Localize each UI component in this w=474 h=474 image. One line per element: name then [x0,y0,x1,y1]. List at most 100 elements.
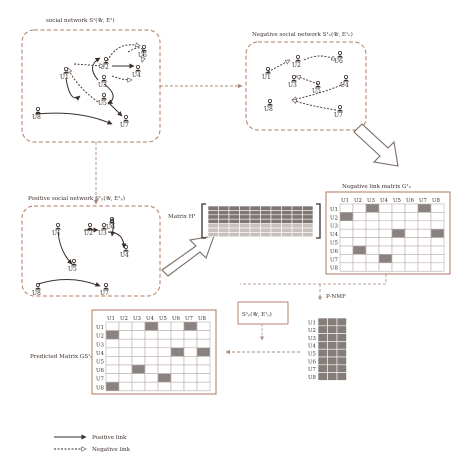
node-label: U7 [100,290,109,297]
row-header: U5 [330,241,339,247]
pnmf-cell [327,348,338,358]
person-icon [110,216,115,221]
matrix-cell [131,356,146,366]
row-header: U8 [96,385,105,391]
matrix-h-cell [249,205,261,211]
matrix-cell [105,373,120,383]
person-icon [295,55,300,60]
matrix-cell [118,364,133,374]
matrix-cell [157,364,172,374]
matrix-h-cell [249,223,261,229]
matrix-cell [391,262,406,272]
column-header: U5 [159,316,168,322]
pnmf-row-header: U4 [308,344,317,350]
positive-node: U5 [68,258,77,273]
matrix-h-cell [281,232,293,238]
pnmf-cell [317,348,328,358]
negative-network-border [245,41,367,131]
matrix-h-cell [228,218,240,224]
person-body-icon [123,119,129,122]
row-header: U1 [330,207,338,213]
matrix-h-cell [302,223,314,229]
matrix-cell [144,330,159,340]
matrix-cell [365,245,380,255]
positive-node: U7 [100,282,109,297]
matrix-cell [404,220,419,230]
row-header: U7 [330,257,339,263]
matrix-h-cell [207,223,219,229]
matrix-cell [404,228,419,238]
pnmf-row-header: U1 [308,320,316,326]
positive-network-title: Positive social network S¹ₚ(𝒰, E¹ₚ) [28,195,125,202]
pnmf-cell [336,317,347,327]
person-body-icon [103,287,109,290]
pnmf-row-header: U7 [308,367,317,373]
person-body-icon [35,287,41,290]
matrix-cell [417,262,432,272]
row-header: U6 [96,368,105,374]
matrix-h-cell [249,214,261,220]
person-icon [104,57,109,62]
matrix-h-cell [260,214,272,220]
person-icon [141,45,146,50]
matrix-h-cell [249,210,261,216]
matrix-cell [404,237,419,247]
matrix-h-cell [302,214,314,220]
matrix-cell [196,338,211,349]
matrix-h-cell [281,227,293,233]
matrix-cell [339,220,354,230]
pnmf-cell [327,317,338,327]
column-header: U5 [393,198,402,204]
person-body-icon [337,55,343,58]
matrix-h-cell [218,210,230,216]
person-icon [102,93,107,98]
matrix-cell [430,262,445,272]
pnmf-cell [327,341,338,350]
person-icon [337,51,342,56]
pnmf-cell [317,364,328,373]
social-network-title: social network S¹(𝒰, E¹) [46,17,115,24]
pnmf-cell [317,333,328,342]
matrix-cell [118,330,133,340]
matrix-h-cell [291,218,303,224]
pnmf-cell [336,341,347,350]
pnmf-row-header: U3 [308,336,317,342]
row-header: U1 [96,325,104,331]
social-network-border [21,29,161,143]
matrix-cell [365,228,380,238]
pnmf-cell [336,325,347,334]
legend: Positive link Negative link [54,434,131,453]
matrix-h-cell [218,218,230,224]
node-label: U6 [106,224,115,231]
matrix-h-cell [302,205,314,211]
positive-network-border [21,205,161,297]
social-node: U4 [132,65,141,79]
matrix-cell [339,245,354,255]
node-label: U1 [52,230,61,237]
matrix-cell [196,321,211,331]
matrix-cell [391,245,406,255]
person-icon [64,67,69,72]
column-header: U6 [406,198,415,204]
matrix-cell [417,203,432,213]
matrix-cell [391,254,406,264]
node-label: U8 [32,114,41,121]
matrix-cell [170,381,185,392]
matrix-h-cell [239,210,251,216]
matrix-cell [417,228,432,238]
matrix-h-cell [218,232,230,238]
column-header: U1 [341,198,349,204]
matrix-cell [430,254,445,264]
negative-node: U8 [264,99,273,113]
matrix-h-cell [249,232,261,238]
pnmf-cell [327,333,338,342]
matrix-cell [417,237,432,247]
matrix-h-cell [270,205,282,211]
person-body-icon [295,59,301,62]
positive-node: U2 [84,222,93,237]
matrix-cell [391,203,406,213]
matrix-cell [131,338,146,349]
